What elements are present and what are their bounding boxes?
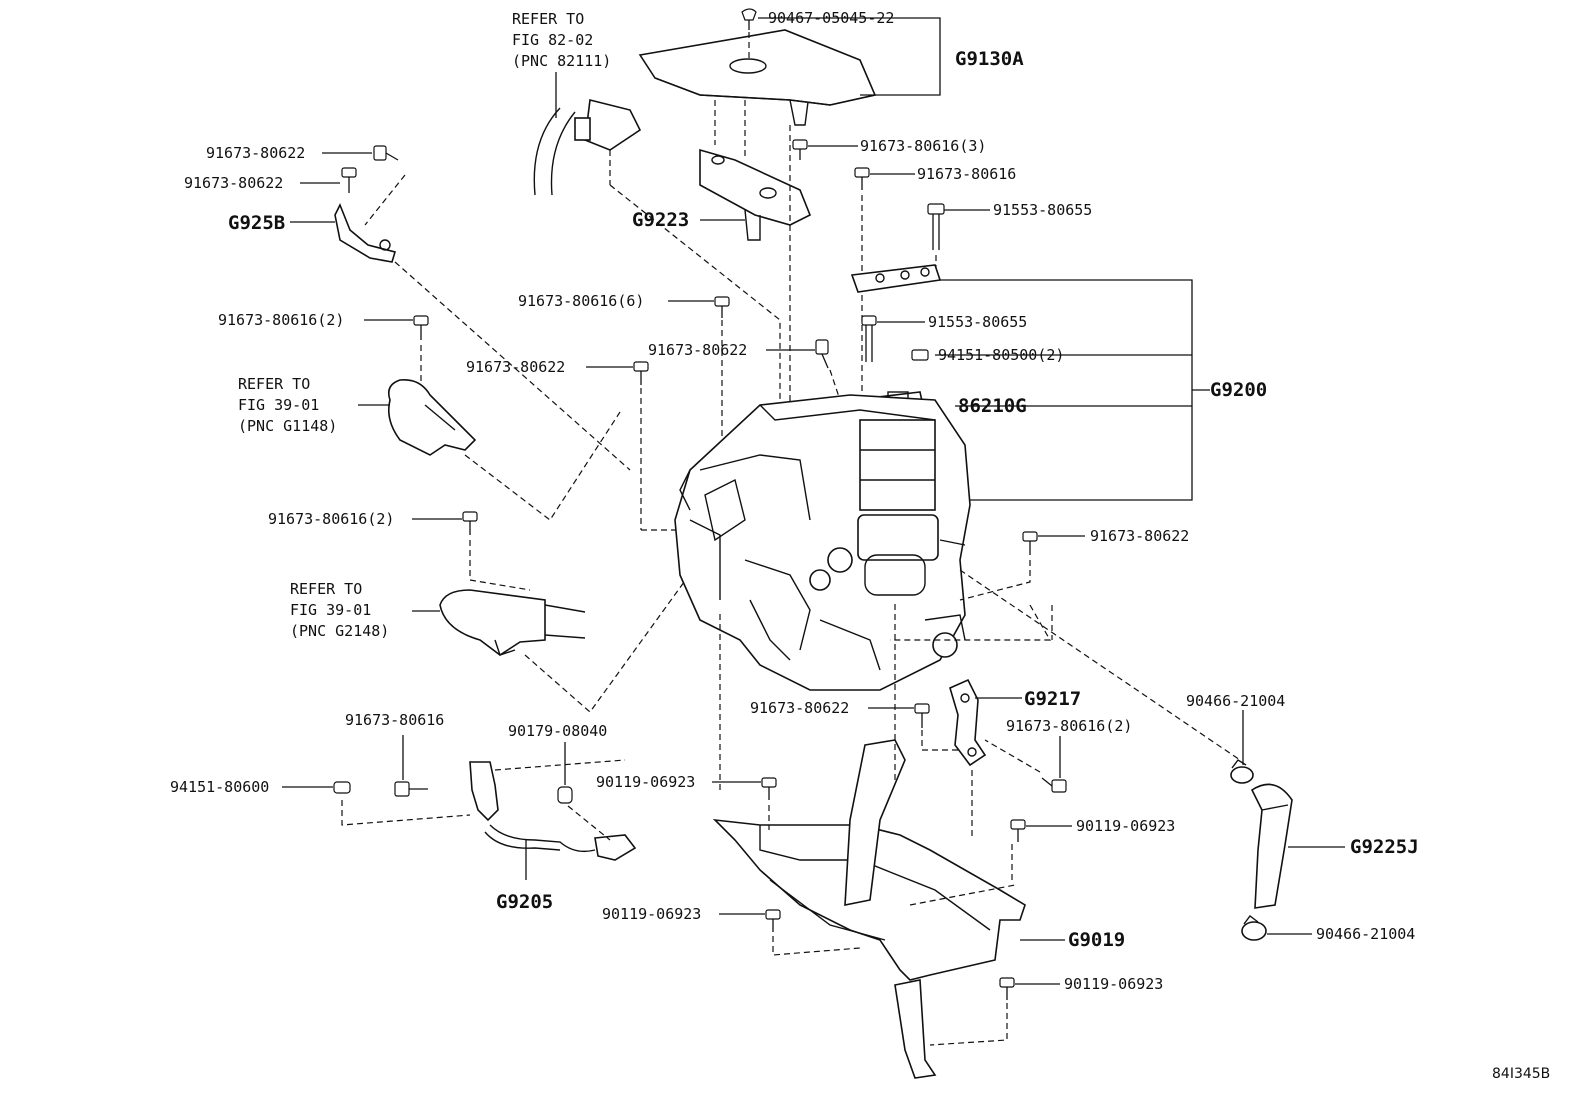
part-number-90179-08040: 90179-08040 xyxy=(508,722,607,740)
hose-g2148 xyxy=(439,589,586,656)
bolt-91673-80616-2c xyxy=(1041,777,1067,793)
part-number-91673-80616-top: 91673-80616 xyxy=(917,165,1016,183)
leader-g9130a xyxy=(758,17,941,96)
illustration-code: 84I345B xyxy=(1492,1066,1550,1082)
bolt-91673-80622-f xyxy=(914,703,930,728)
bolt-90467 xyxy=(741,8,757,30)
part-number-91553-80655-a: 91553-80655 xyxy=(993,201,1092,219)
part-number-90119-06923-d: 90119-06923 xyxy=(1064,975,1163,993)
nut-94151-80600 xyxy=(333,781,351,794)
refer-note-g1148-line1: REFER TO xyxy=(238,375,310,393)
refer-note-82111-line1: REFER TO xyxy=(512,10,584,28)
part-number-90119-06923-a: 90119-06923 xyxy=(596,773,695,791)
part-number-90466-21004-b: 90466-21004 xyxy=(1316,925,1415,943)
bolt-91673-80622-c xyxy=(815,339,829,369)
part-number-91673-80616-b: 91673-80616 xyxy=(345,711,444,729)
clamp-90466-a xyxy=(1230,759,1254,784)
bolt-91673-80622-d xyxy=(633,361,649,385)
bolt-90119-b xyxy=(1010,819,1026,842)
bolt-91673-80616-top xyxy=(854,167,870,190)
group-label-g9130a: G9130A xyxy=(955,48,1024,70)
part-number-91553-80655-b: 91553-80655 xyxy=(928,313,1027,331)
cover-g9130a xyxy=(638,29,877,126)
part-number-91673-80616-3: 91673-80616(3) xyxy=(860,137,986,155)
bolt-91673-80616-2b xyxy=(462,511,478,535)
inverter-assembly xyxy=(674,394,971,691)
part-number-86210g: 86210G xyxy=(958,395,1027,417)
part-number-91673-80616-6: 91673-80616(6) xyxy=(518,292,644,310)
bolt-91673-80616-3 xyxy=(792,139,808,160)
bolt-90119-d xyxy=(999,977,1015,1000)
group-label-g9217: G9217 xyxy=(1024,688,1081,710)
part-number-94151-80600: 94151-80600 xyxy=(170,778,269,796)
refer-note-g2148-line1: REFER TO xyxy=(290,580,362,598)
refer-note-g1148-line3: (PNC G1148) xyxy=(238,417,337,435)
part-number-90119-06923-c: 90119-06923 xyxy=(602,905,701,923)
bracket-g9217 xyxy=(949,678,987,767)
bolt-91673-80616-6 xyxy=(714,296,730,318)
frame-g9019 xyxy=(712,739,1026,1079)
part-number-91673-80622-e: 91673-80622 xyxy=(1090,527,1189,545)
part-number-91673-80616-2a: 91673-80616(2) xyxy=(218,311,344,329)
hose-g1148 xyxy=(387,378,477,456)
group-label-g9225j: G9225J xyxy=(1350,836,1419,858)
part-number-91673-80622-f: 91673-80622 xyxy=(750,699,849,717)
group-label-g9200: G9200 xyxy=(1210,379,1267,401)
bracket-g925b xyxy=(334,203,397,263)
group-label-g925b: G925B xyxy=(228,212,285,234)
sensor-g9205 xyxy=(469,761,637,861)
part-number-90467-05045-22: 90467-05045-22 xyxy=(768,9,894,27)
group-label-g9019: G9019 xyxy=(1068,929,1125,951)
refer-note-g2148-line2: FIG 39-01 xyxy=(290,601,371,619)
clamp-90466-b xyxy=(1241,915,1267,941)
bolt-91553-80655-b xyxy=(861,315,877,362)
part-number-91673-80622-c: 91673-80622 xyxy=(648,341,747,359)
part-number-91673-80622-a: 91673-80622 xyxy=(206,144,305,162)
part-number-91673-80616-2c: 91673-80616(2) xyxy=(1006,717,1132,735)
group-label-g9205: G9205 xyxy=(496,891,553,913)
cable-connector-82111 xyxy=(533,99,642,196)
bolt-91673-80616-2a xyxy=(413,315,429,340)
part-number-90466-21004-a: 90466-21004 xyxy=(1186,692,1285,710)
bolt-90119-a xyxy=(761,777,777,800)
part-number-94151-80500-2: 94151-80500(2) xyxy=(938,346,1064,364)
bolt-90119-c xyxy=(765,909,781,932)
part-number-91673-80622-b: 91673-80622 xyxy=(184,174,283,192)
part-number-91673-80622-d: 91673-80622 xyxy=(466,358,565,376)
plate-g9200 xyxy=(850,264,942,293)
nut-94151-80500 xyxy=(911,349,929,361)
bolt-91673-80616-b xyxy=(394,781,428,797)
bolt-91673-80622-b xyxy=(341,167,357,193)
bolt-91673-80622-e xyxy=(1022,531,1038,555)
hose-g9225j xyxy=(1250,783,1293,909)
group-label-g9223: G9223 xyxy=(632,209,689,231)
refer-note-82111-line3: (PNC 82111) xyxy=(512,52,611,70)
refer-note-g1148-line2: FIG 39-01 xyxy=(238,396,319,414)
bolt-91553-80655-a xyxy=(927,203,945,250)
refer-note-g2148-line3: (PNC G2148) xyxy=(290,622,389,640)
bolt-91673-80622-a xyxy=(373,145,399,161)
part-number-90119-06923-b: 90119-06923 xyxy=(1076,817,1175,835)
bracket-g9223 xyxy=(699,148,812,241)
part-number-91673-80616-2b: 91673-80616(2) xyxy=(268,510,394,528)
refer-note-82111-line2: FIG 82-02 xyxy=(512,31,593,49)
grommet-90179 xyxy=(557,786,573,804)
